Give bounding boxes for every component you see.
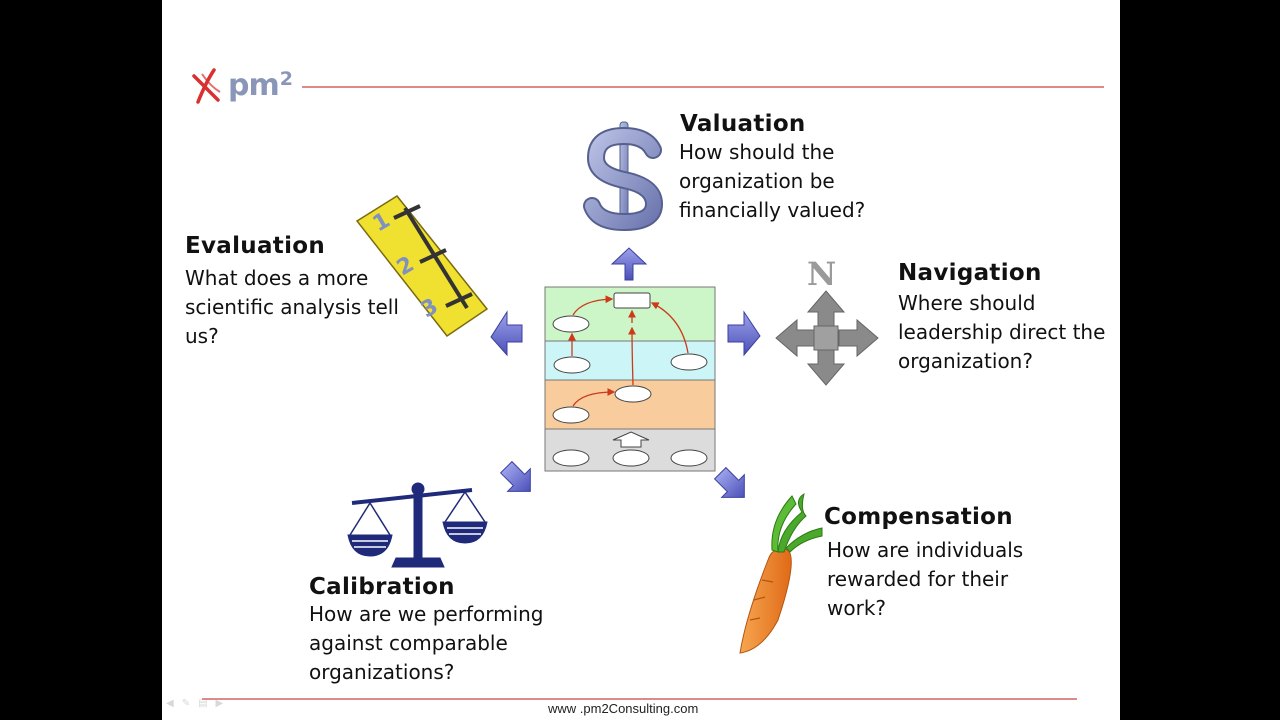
calibration-title: Calibration — [309, 574, 455, 600]
arrow-down-right-icon — [713, 466, 745, 498]
layers-diagram — [544, 286, 716, 472]
navigation-body: Where should leadership direct the organ… — [898, 291, 1106, 373]
carrot-icon — [739, 492, 823, 654]
logo: pm2 — [228, 68, 293, 103]
node — [552, 315, 590, 333]
ruler-icon — [355, 195, 489, 338]
arrow-up-icon — [610, 247, 648, 281]
arrow-right-icon — [727, 310, 761, 357]
logo-superscript: 2 — [279, 68, 293, 90]
compensation-title: Compensation — [824, 504, 1013, 530]
compass-icon — [775, 290, 879, 386]
compensation-body: How are individuals rewarded for their w… — [827, 538, 1024, 620]
calibration-body: How are we performing against comparable… — [309, 602, 544, 684]
dollar-icon — [583, 121, 664, 232]
logo-text: pm — [228, 68, 280, 103]
node — [614, 385, 652, 403]
compass-letter: N — [807, 255, 837, 293]
scale-icon — [347, 482, 488, 568]
node — [670, 353, 708, 371]
node — [612, 449, 650, 467]
node — [553, 356, 591, 374]
arrow-left-icon — [490, 310, 523, 357]
node — [552, 406, 590, 424]
slideshow-controls[interactable]: ◀✎▤▶ — [166, 698, 232, 709]
slide: pm2 1 2 3 N Valuation How should the org… — [162, 0, 1120, 720]
node — [670, 449, 708, 467]
valuation-body: How should the organization be financial… — [679, 140, 866, 222]
footer-url: www .pm2Consulting.com — [548, 701, 699, 716]
evaluation-body: What does a more scientific analysis tel… — [185, 266, 399, 348]
slide-artwork — [192, 68, 1104, 700]
logo-mark — [192, 68, 221, 104]
arrow-down-left-icon — [499, 460, 531, 492]
navigation-title: Navigation — [898, 260, 1042, 286]
evaluation-title: Evaluation — [185, 233, 326, 259]
top-node — [613, 292, 651, 309]
valuation-title: Valuation — [680, 111, 806, 137]
node — [552, 449, 590, 467]
